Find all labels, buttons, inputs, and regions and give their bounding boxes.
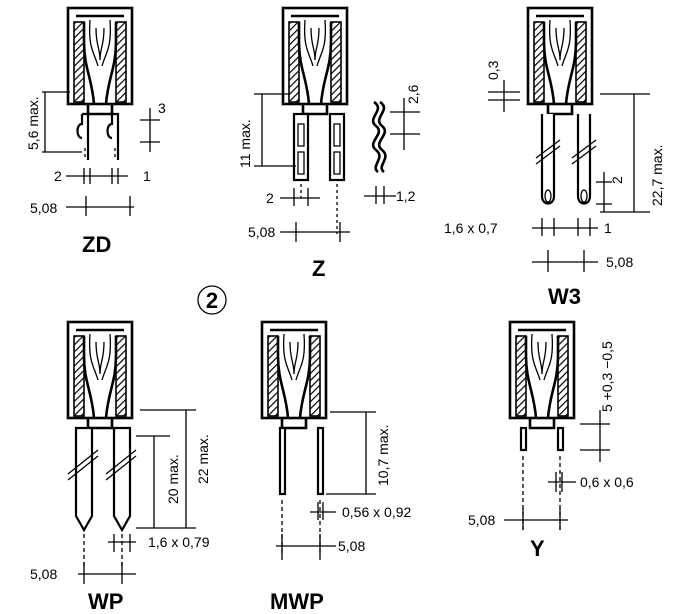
zd-dim-gap: 1 xyxy=(143,168,151,184)
wp-dimensions xyxy=(78,409,196,584)
z-pins xyxy=(292,112,346,234)
zd-socket-head xyxy=(66,6,134,116)
variant-z: 11 max. 2,6 2 1,2 5,08 Z xyxy=(237,6,421,281)
z-dim-bend: 2,6 xyxy=(405,84,421,104)
zd-pins xyxy=(76,112,120,160)
mwp-pins xyxy=(278,426,325,562)
y-dimensions xyxy=(504,410,610,530)
y-pins xyxy=(519,426,565,530)
mwp-title: MWP xyxy=(270,589,324,614)
w3-dim-eyelet: 2 xyxy=(609,176,625,184)
figure-number: 2 xyxy=(197,285,227,315)
variant-mwp: 10,7 max. 0,56 x 0,92 5,08 MWP xyxy=(260,320,411,614)
z-dim-thickness: 1,2 xyxy=(396,188,416,204)
variant-wp: 22 max. 20 max. 1,6 x 0,79 5,08 WP xyxy=(30,320,211,614)
variant-w3: 0,3 22,7 max. 2 1,6 x 0,7 1 5,08 W3 xyxy=(444,6,665,309)
figure-number-label: 2 xyxy=(206,288,218,313)
zd-dim-hook: 3 xyxy=(158,100,166,116)
w3-dim-height: 22,7 max. xyxy=(649,145,665,206)
wp-dim-total: 22 max. xyxy=(195,434,211,484)
zd-title: ZD xyxy=(82,232,111,257)
mwp-socket-head xyxy=(260,320,328,430)
w3-dimensions xyxy=(488,80,650,272)
wp-socket-head xyxy=(66,320,134,430)
wp-pins xyxy=(67,426,137,566)
y-title: Y xyxy=(530,536,545,561)
w3-dim-thickness: 0,3 xyxy=(485,60,501,80)
z-dimensions xyxy=(254,93,420,242)
w3-pins xyxy=(535,114,597,205)
w3-dim-gap: 1 xyxy=(604,220,612,236)
wp-dim-pin-size: 1,6 x 0,79 xyxy=(148,534,210,550)
z-title: Z xyxy=(312,256,325,281)
variant-y: 5 +0,3 −0,5 0,6 x 0,6 5,08 Y xyxy=(468,320,634,561)
wp-dim-pin: 20 max. xyxy=(165,454,181,504)
w3-dim-pin-size: 1,6 x 0,7 xyxy=(444,220,498,236)
y-dim-length: 5 +0,3 −0,5 xyxy=(599,341,615,412)
mwp-dim-pitch: 5,08 xyxy=(338,538,365,554)
zd-dim-pin-width: 2 xyxy=(54,168,62,184)
w3-dim-pitch: 5,08 xyxy=(606,254,633,270)
mwp-dim-height: 10,7 max. xyxy=(375,425,391,486)
z-socket-head xyxy=(281,6,349,116)
mwp-dimensions xyxy=(276,411,376,556)
wp-dim-pitch: 5,08 xyxy=(30,566,57,582)
zd-dim-pitch: 5,08 xyxy=(30,200,57,216)
y-dim-pin-size: 0,6 x 0,6 xyxy=(580,474,634,490)
y-socket-head xyxy=(508,320,576,430)
variant-zd: 5,6 max. 3 2 1 5,08 ZD xyxy=(25,6,166,257)
w3-socket-head xyxy=(526,6,594,116)
w3-title: W3 xyxy=(548,284,581,309)
wp-title: WP xyxy=(88,589,123,614)
y-dim-pitch: 5,08 xyxy=(468,512,495,528)
zd-dimensions xyxy=(42,91,160,216)
z-dim-pin-width: 2 xyxy=(266,190,274,206)
z-dim-height: 11 max. xyxy=(237,119,253,168)
mwp-dim-pin-size: 0,56 x 0,92 xyxy=(342,504,411,520)
z-dim-pitch: 5,08 xyxy=(248,224,275,240)
z-pin-profile xyxy=(371,100,387,174)
zd-dim-height: 5,6 max. xyxy=(25,96,41,150)
